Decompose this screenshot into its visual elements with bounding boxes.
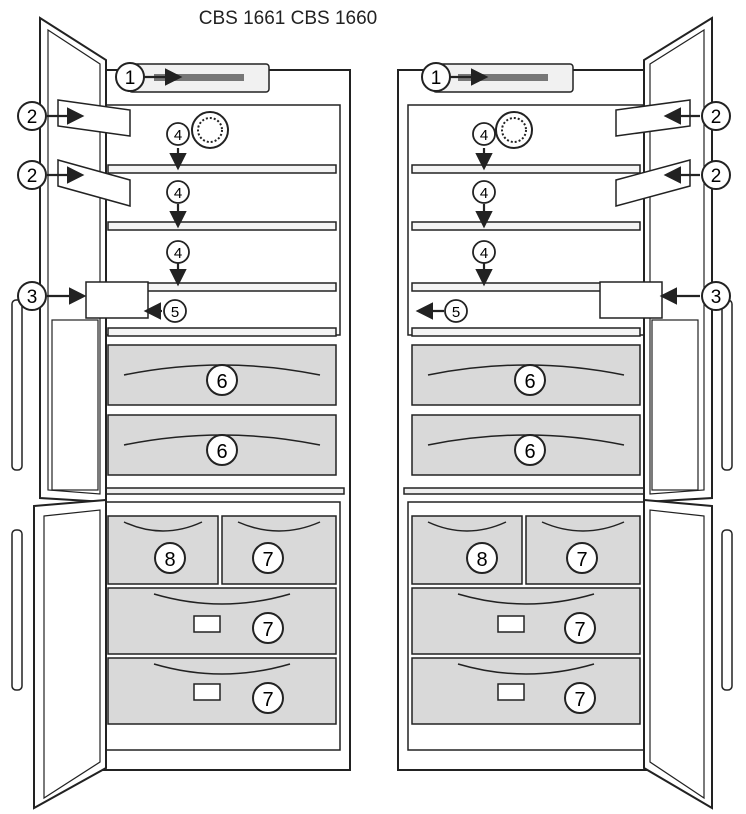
svg-text:4: 4: [480, 127, 488, 144]
svg-text:6: 6: [216, 441, 227, 463]
callout-7-left-c: 7: [252, 682, 284, 714]
svg-text:6: 6: [524, 441, 535, 463]
callouts-left: 1 2 2 3 4 4 4 5 6 6 8 7 7 7: [17, 62, 284, 714]
svg-text:5: 5: [171, 304, 179, 321]
callout-3-right: 3: [701, 281, 731, 311]
svg-text:3: 3: [711, 287, 722, 308]
svg-text:8: 8: [476, 549, 487, 571]
svg-text:1: 1: [125, 68, 136, 89]
callout-4-left-b: 4: [166, 180, 190, 204]
callout-5-left: 5: [163, 299, 187, 323]
svg-text:2: 2: [711, 166, 722, 187]
svg-text:7: 7: [262, 689, 273, 711]
left-fridge: [11, 16, 351, 810]
callout-3-left: 3: [17, 281, 47, 311]
svg-text:7: 7: [262, 619, 273, 641]
callout-5-right: 5: [444, 299, 468, 323]
callout-7-right-c: 7: [564, 682, 596, 714]
callout-2-left-bottom: 2: [17, 160, 47, 190]
callout-2-right-top: 2: [701, 101, 731, 131]
callout-6-right-b: 6: [514, 434, 546, 466]
svg-text:4: 4: [480, 185, 488, 202]
callout-6-left-b: 6: [206, 434, 238, 466]
svg-text:2: 2: [711, 107, 722, 128]
svg-text:4: 4: [174, 127, 182, 144]
callout-4-right-a: 4: [472, 122, 496, 146]
callout-arrows: [47, 68, 700, 320]
callout-4-right-c: 4: [472, 240, 496, 264]
svg-text:1: 1: [431, 68, 442, 89]
svg-text:8: 8: [164, 549, 175, 571]
callout-2-left-top: 2: [17, 101, 47, 131]
callout-1-right: 1: [421, 62, 451, 92]
svg-text:4: 4: [174, 245, 182, 262]
svg-text:5: 5: [452, 304, 460, 321]
svg-text:6: 6: [524, 371, 535, 393]
svg-text:4: 4: [480, 245, 488, 262]
callout-6-left-a: 6: [206, 364, 238, 396]
callout-7-right-a: 7: [566, 542, 598, 574]
callout-4-left-c: 4: [166, 240, 190, 264]
callout-7-left-b: 7: [252, 612, 284, 644]
svg-text:7: 7: [576, 549, 587, 571]
callout-4-right-b: 4: [472, 180, 496, 204]
svg-text:4: 4: [174, 185, 182, 202]
callout-8-right: 8: [466, 542, 498, 574]
callout-2-right-bottom: 2: [701, 160, 731, 190]
callout-6-right-a: 6: [514, 364, 546, 396]
svg-text:3: 3: [27, 287, 38, 308]
callout-7-left-a: 7: [252, 542, 284, 574]
callout-4-left-a: 4: [166, 122, 190, 146]
svg-text:7: 7: [574, 619, 585, 641]
svg-text:2: 2: [27, 166, 38, 187]
svg-text:6: 6: [216, 371, 227, 393]
right-fridge: [397, 16, 733, 810]
diagram-title: CBS 1661 CBS 1660: [198, 8, 378, 29]
svg-text:7: 7: [574, 689, 585, 711]
callout-1-left: 1: [115, 62, 145, 92]
callout-7-right-b: 7: [564, 612, 596, 644]
svg-text:2: 2: [27, 107, 38, 128]
callouts-right: 1 2 2 3 4 4 4 5 6 6 8 7 7 7: [421, 62, 731, 714]
callout-8-left: 8: [154, 542, 186, 574]
svg-text:7: 7: [262, 549, 273, 571]
